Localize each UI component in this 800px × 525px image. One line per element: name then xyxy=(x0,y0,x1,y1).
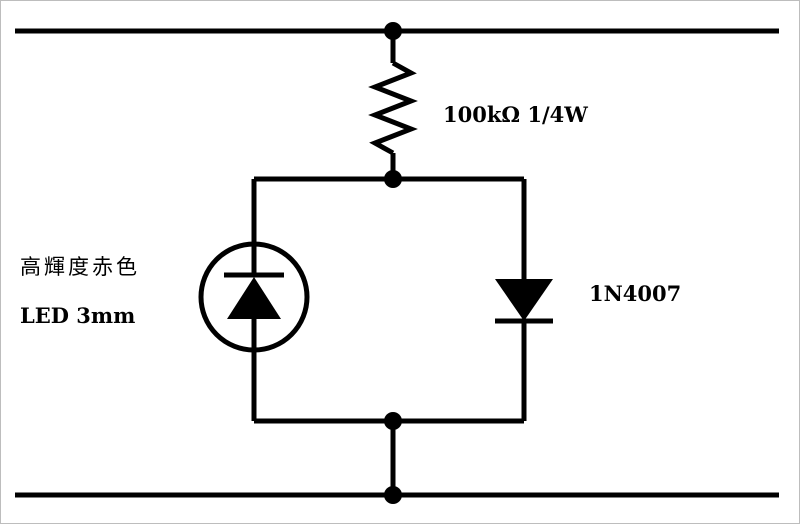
led-body-circle xyxy=(198,241,310,353)
junction-dot-top-rail xyxy=(384,22,402,40)
led-label-line1: 高輝度赤色 xyxy=(20,255,140,279)
junction-dot-upper-node xyxy=(384,170,402,188)
led-label-line2: LED 3mm xyxy=(20,303,136,328)
diode-triangle-icon xyxy=(495,279,553,321)
led-triangle-icon xyxy=(227,277,281,319)
junction-dot-lower-node xyxy=(384,412,402,430)
diode-label: 1N4007 xyxy=(589,281,682,306)
resistor-zigzag xyxy=(368,60,418,156)
resistor-label: 100kΩ 1/4W xyxy=(443,102,588,127)
junction-dot-bottom-rail xyxy=(384,486,402,504)
